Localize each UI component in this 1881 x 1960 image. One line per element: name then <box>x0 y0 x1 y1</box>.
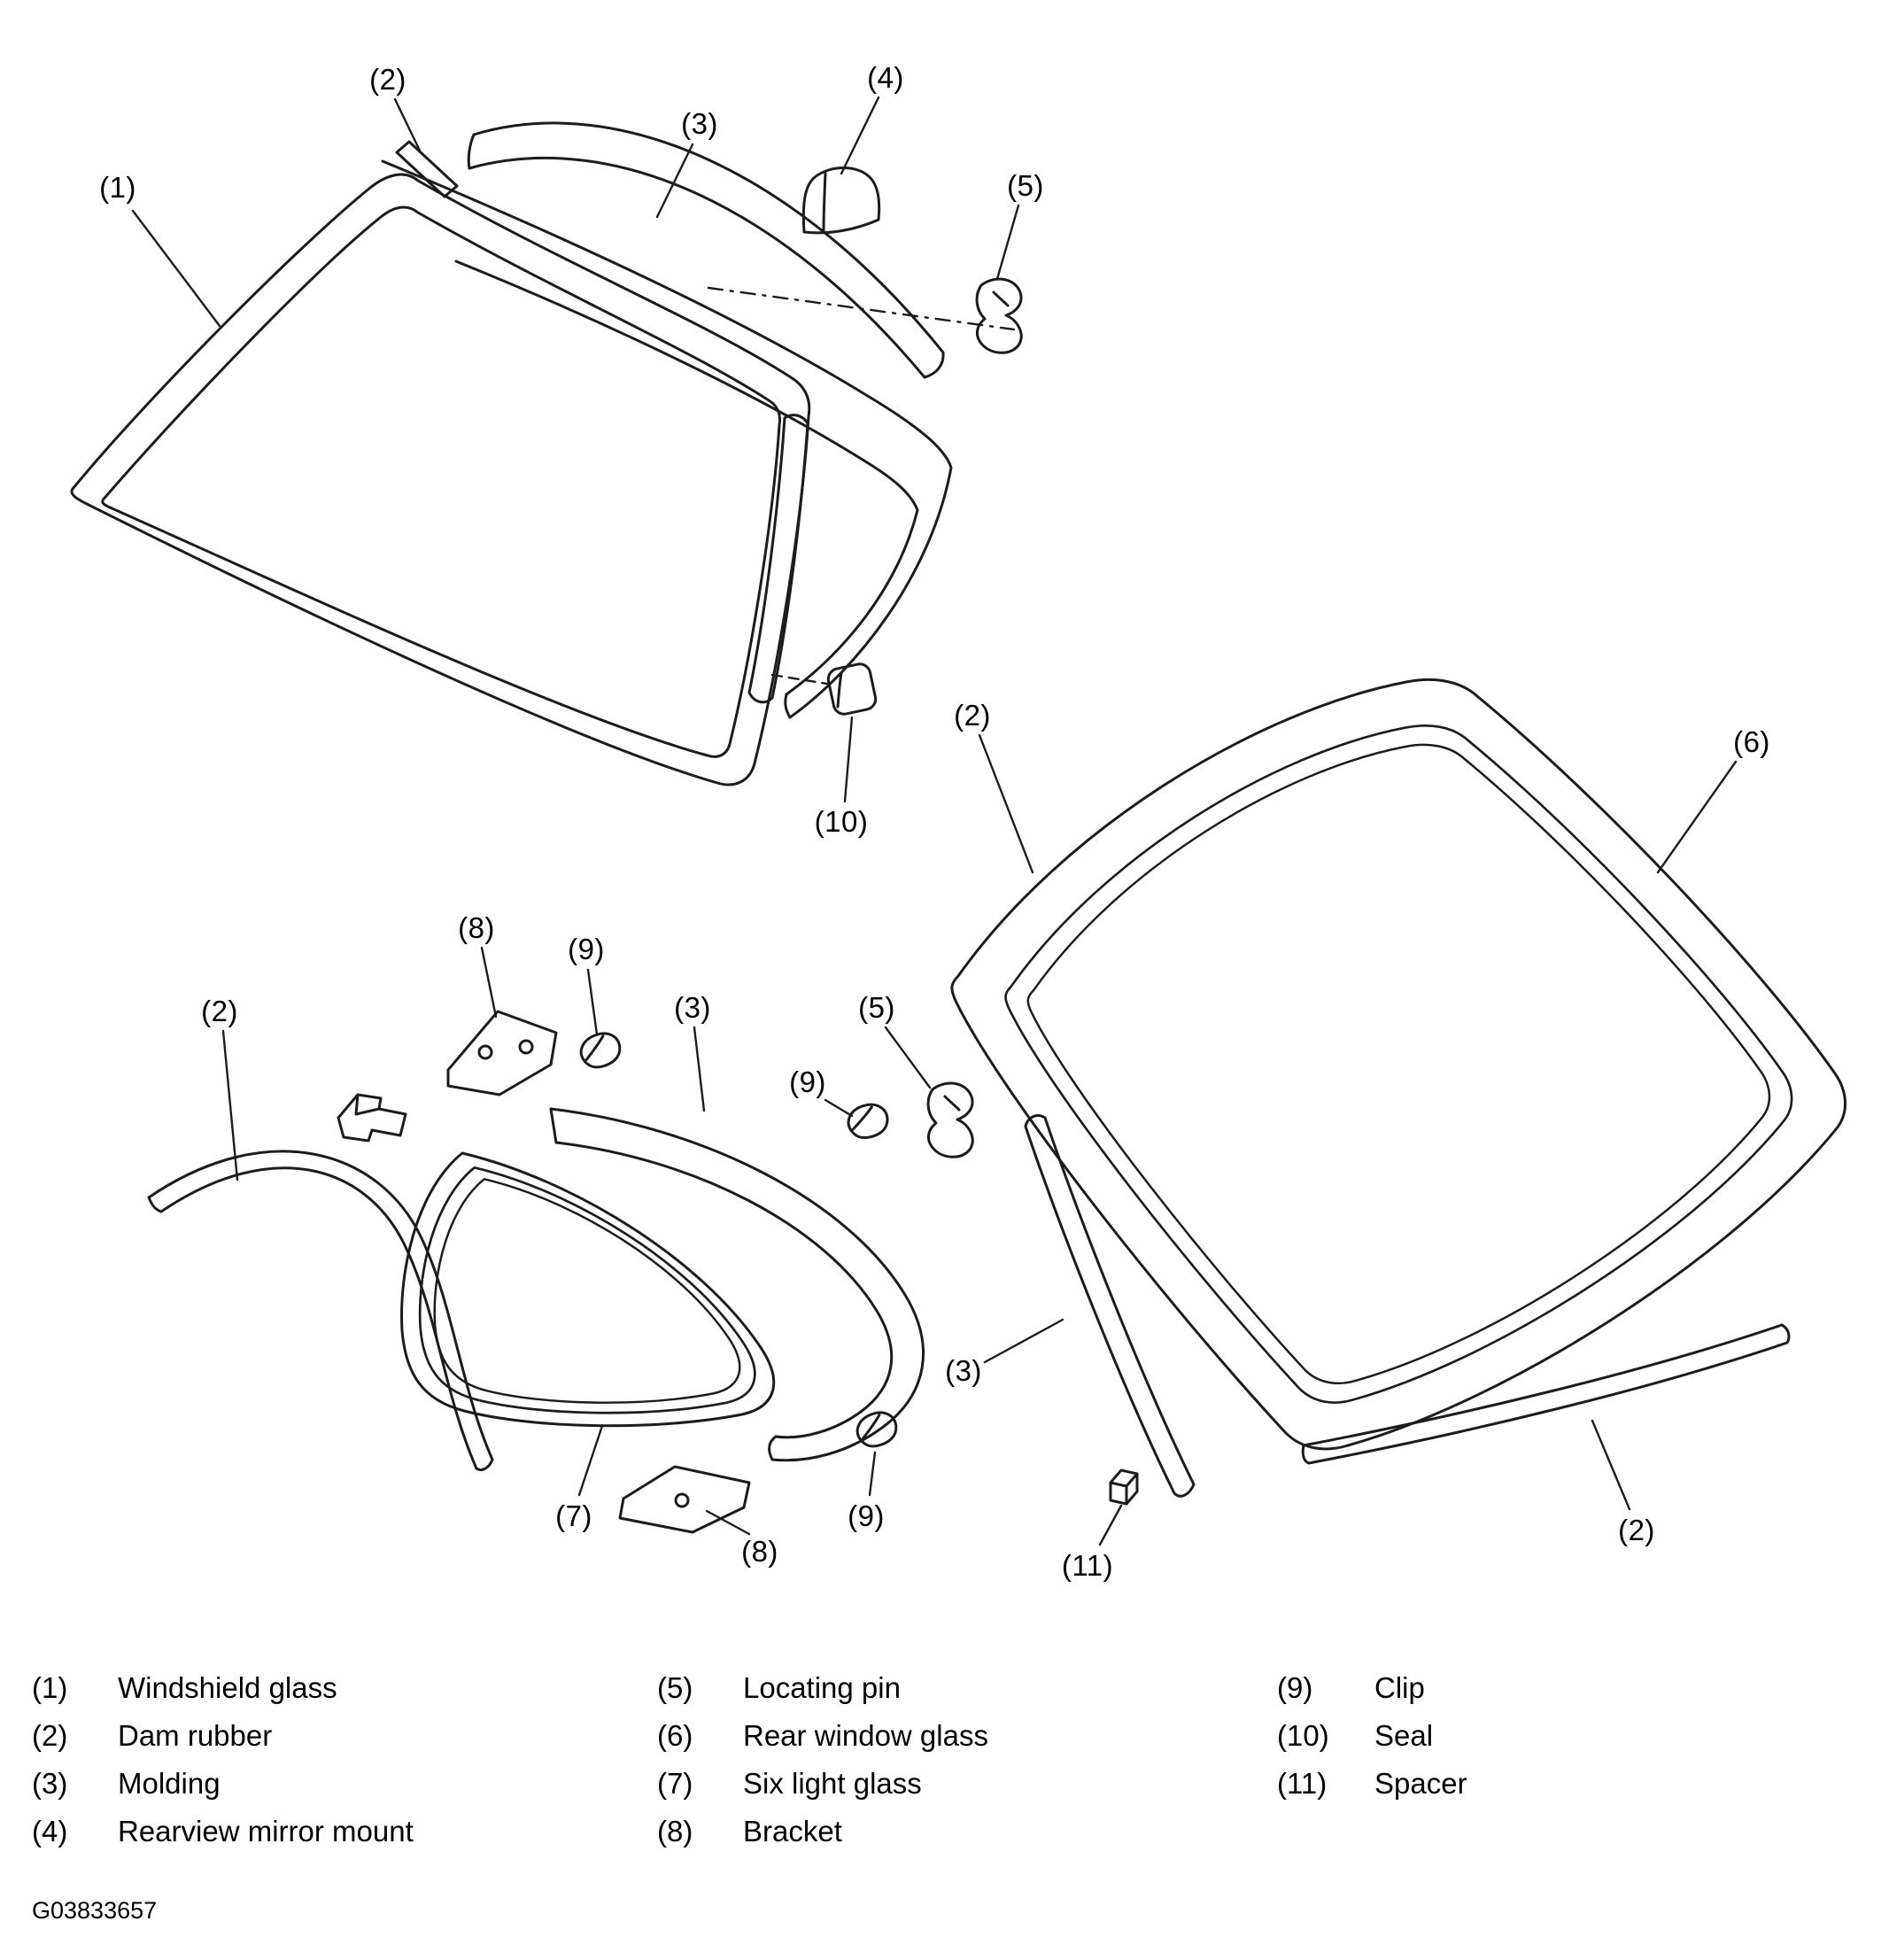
legend-num: (5) <box>657 1671 693 1704</box>
callout-dam-rear-bottom: (2) <box>1618 1514 1655 1546</box>
spacer-part <box>1109 1468 1139 1506</box>
windshield-top-molding <box>467 121 945 379</box>
legend-label: Six light glass <box>743 1767 922 1800</box>
clip-top-part <box>576 1028 625 1073</box>
callout-pin-top: (5) <box>1007 169 1044 202</box>
callout-molding-rear: (3) <box>945 1354 982 1387</box>
six-light-glass <box>400 1151 776 1428</box>
legend-item-seal: (10) Seal <box>1277 1718 1433 1754</box>
callout-mirror-mount: (4) <box>867 61 904 94</box>
legend-item-dam-rubber: (2) Dam rubber <box>32 1718 272 1754</box>
quarter-dam-rubber-strip <box>147 1150 494 1472</box>
rear-window-glass <box>1004 724 1793 1404</box>
legend-item-locating-pin: (5) Locating pin <box>657 1670 901 1706</box>
callout-clip-top: (9) <box>568 933 605 965</box>
legend-num: (10) <box>1277 1719 1329 1752</box>
legend-num: (2) <box>32 1719 68 1752</box>
clip-rear-part <box>844 1100 892 1143</box>
leader-lines <box>131 96 1738 1546</box>
rear-molding-strip <box>1024 1114 1196 1498</box>
bracket-top-part <box>446 1010 558 1096</box>
legend-label: Spacer <box>1374 1767 1467 1800</box>
legend-label: Rearview mirror mount <box>118 1815 414 1848</box>
callout-molding-top: (3) <box>681 107 718 140</box>
callout-windshield: (1) <box>99 171 136 204</box>
clip-bottom-part <box>852 1407 902 1452</box>
callout-rear-window: (6) <box>1733 725 1770 758</box>
dam-rubber-top-strip <box>395 140 459 198</box>
callout-spacer: (11) <box>1061 1549 1114 1582</box>
legend-item-six-light-glass: (7) Six light glass <box>657 1766 922 1801</box>
legend-num: (11) <box>1277 1767 1328 1800</box>
legend-label: Dam rubber <box>118 1719 273 1752</box>
callout-six-light: (7) <box>555 1499 592 1532</box>
legend-label: Rear window glass <box>743 1719 988 1752</box>
windshield-side-molding-strip <box>747 414 809 704</box>
legend-label: Clip <box>1374 1671 1425 1704</box>
legend-num: (7) <box>657 1767 693 1800</box>
legend-item-windshield-glass: (1) Windshield glass <box>32 1670 337 1706</box>
figure-id-code: G03833657 <box>32 1897 158 1924</box>
legend-label: Molding <box>118 1767 221 1800</box>
legend-item-clip: (9) Clip <box>1277 1670 1425 1706</box>
callout-dam-rear-top: (2) <box>954 699 991 732</box>
legend-item-molding: (3) Molding <box>32 1766 221 1801</box>
small-clip-piece <box>337 1093 407 1143</box>
windshield-flange-outline <box>381 159 953 719</box>
centerline-dash <box>707 286 1016 331</box>
legend-num: (8) <box>657 1815 693 1848</box>
legend-label: Windshield glass <box>118 1671 337 1704</box>
callout-pin-rear: (5) <box>858 991 895 1024</box>
legend-num: (1) <box>32 1671 68 1704</box>
quarter-molding <box>549 1107 925 1462</box>
callout-bracket-top: (8) <box>458 911 495 944</box>
locating-pin-top-part <box>975 277 1023 354</box>
callout-seal: (10) <box>814 805 869 838</box>
legend-num: (6) <box>657 1719 693 1752</box>
callout-clip-rear: (9) <box>789 1065 826 1098</box>
seal-part <box>826 662 878 716</box>
callout-dam-quarter: (2) <box>201 995 238 1027</box>
legend-num: (9) <box>1277 1671 1313 1704</box>
legend-item-rear-window-glass: (6) Rear window glass <box>657 1718 988 1754</box>
callout-dam-top: (2) <box>369 63 406 96</box>
callout-bracket-bottom: (8) <box>741 1535 778 1568</box>
windshield-glass <box>70 173 811 786</box>
legend-item-rearview-mirror-mount: (4) Rearview mirror mount <box>32 1814 414 1849</box>
legend-num: (4) <box>32 1815 68 1848</box>
seal-dash-line <box>770 673 829 686</box>
rearview-mirror-mount-part <box>801 167 881 235</box>
legend-label: Bracket <box>743 1815 842 1848</box>
legend-item-bracket: (8) Bracket <box>657 1814 842 1849</box>
legend-item-spacer: (11) Spacer <box>1277 1766 1467 1801</box>
legend-num: (3) <box>32 1767 68 1800</box>
legend-label: Locating pin <box>743 1671 901 1704</box>
callout-molding-quarter: (3) <box>674 991 711 1024</box>
callout-clip-bottom: (9) <box>848 1499 885 1532</box>
rear-dam-rubber-bottom-strip <box>1301 1323 1791 1465</box>
bracket-bottom-part <box>618 1465 751 1534</box>
locating-pin-rear-part <box>926 1081 974 1158</box>
legend-label: Seal <box>1374 1719 1434 1752</box>
